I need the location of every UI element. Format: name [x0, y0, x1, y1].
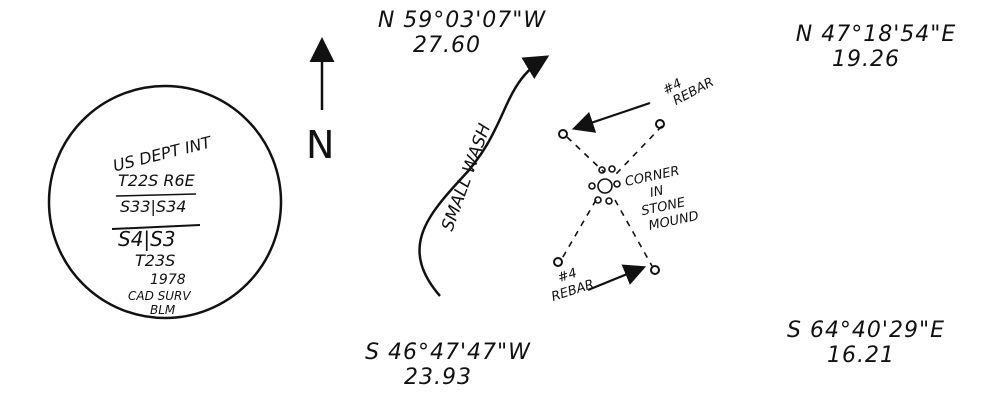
point-ne [655, 119, 665, 129]
corner-label: CORNER IN STONE MOUND [624, 164, 700, 234]
bearing-nw-angle: N 59°03'07"W [377, 8, 547, 33]
bearing-nw-distance: 27.60 [413, 33, 481, 59]
bearing-se-distance: 16.21 [827, 343, 895, 369]
dashed-line-sw [559, 199, 597, 263]
cap-line-agency: US DEPT INT [111, 132, 214, 175]
bearing-ne-angle: N 47°18'54"E [795, 22, 957, 47]
small-wash-line [418, 55, 550, 297]
cap-line-year: 1978 [150, 272, 186, 288]
dashed-line-se [614, 199, 653, 267]
bearing-ne: N 47°18'54"E 19.26 [776, 22, 976, 73]
corner-stone-mound-icon [588, 165, 621, 205]
bearing-ne-distance: 19.26 [832, 47, 900, 73]
point-nw [558, 129, 568, 139]
brass-cap-circle [47, 84, 283, 320]
bearing-se: S 64°40'29"E 16.21 [756, 318, 976, 369]
cap-line-blm: BLM [150, 303, 176, 317]
cap-line-survey: CAD SURV [128, 289, 191, 303]
corner-label-line2: IN [649, 183, 666, 201]
bearing-sw-angle: S 46°47'47"W [365, 340, 531, 365]
bearing-se-angle: S 64°40'29"E [786, 318, 945, 343]
dashed-line-ne [615, 125, 663, 175]
cap-line-sections-north: S33|S34 [120, 197, 186, 216]
cap-line-township-south: T23S [135, 251, 175, 270]
cap-section-line-horizontal [111, 224, 201, 230]
dashed-line-nw [566, 136, 605, 173]
bearing-nw: N 59°03'07"W 27.60 [362, 8, 562, 59]
bearing-sw-distance: 23.93 [404, 365, 472, 391]
rebar-ne-label: #4 REBAR [661, 75, 717, 109]
cap-underline [115, 193, 197, 197]
rebar-ne-arrow [571, 101, 651, 133]
rebar-sw-label: #4 REBAR [550, 266, 597, 305]
small-wash-label: SMALL WASH [438, 121, 495, 234]
cap-line-township-north: T22S R6E [118, 171, 196, 190]
point-sw [553, 257, 563, 267]
cap-line-sections-south: S4|S3 [118, 227, 176, 251]
rebar-sw-arrow [587, 264, 647, 292]
north-label: N [306, 123, 336, 167]
point-se [650, 265, 660, 275]
bearing-sw: S 46°47'47"W 23.93 [338, 340, 558, 391]
rebar-sw-size: #4 [556, 266, 579, 286]
